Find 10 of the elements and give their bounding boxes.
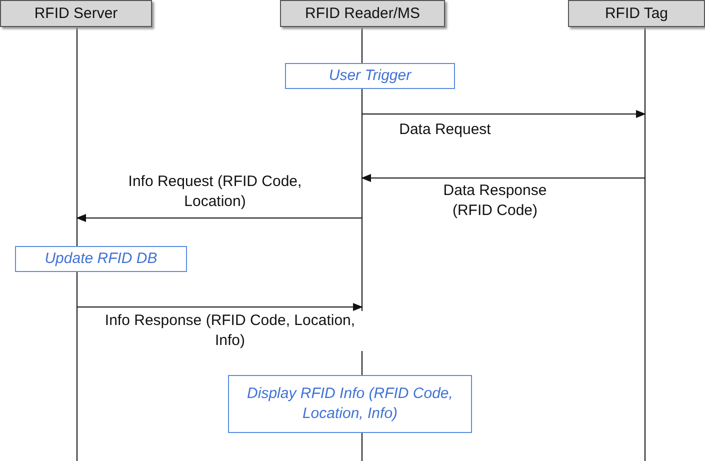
action-note: User Trigger xyxy=(285,63,455,89)
action-note: Update RFID DB xyxy=(15,246,187,272)
message-arrow xyxy=(361,174,646,182)
lifeline-header: RFID Server xyxy=(0,0,152,27)
lifeline-header: RFID Reader/MS xyxy=(280,0,445,27)
message-arrow xyxy=(76,214,362,222)
action-note: Display RFID Info (RFID Code, Location, Info) xyxy=(228,375,472,433)
message-arrow xyxy=(362,110,646,118)
message-arrow xyxy=(76,303,363,311)
lifeline-header: RFID Tag xyxy=(568,0,705,27)
